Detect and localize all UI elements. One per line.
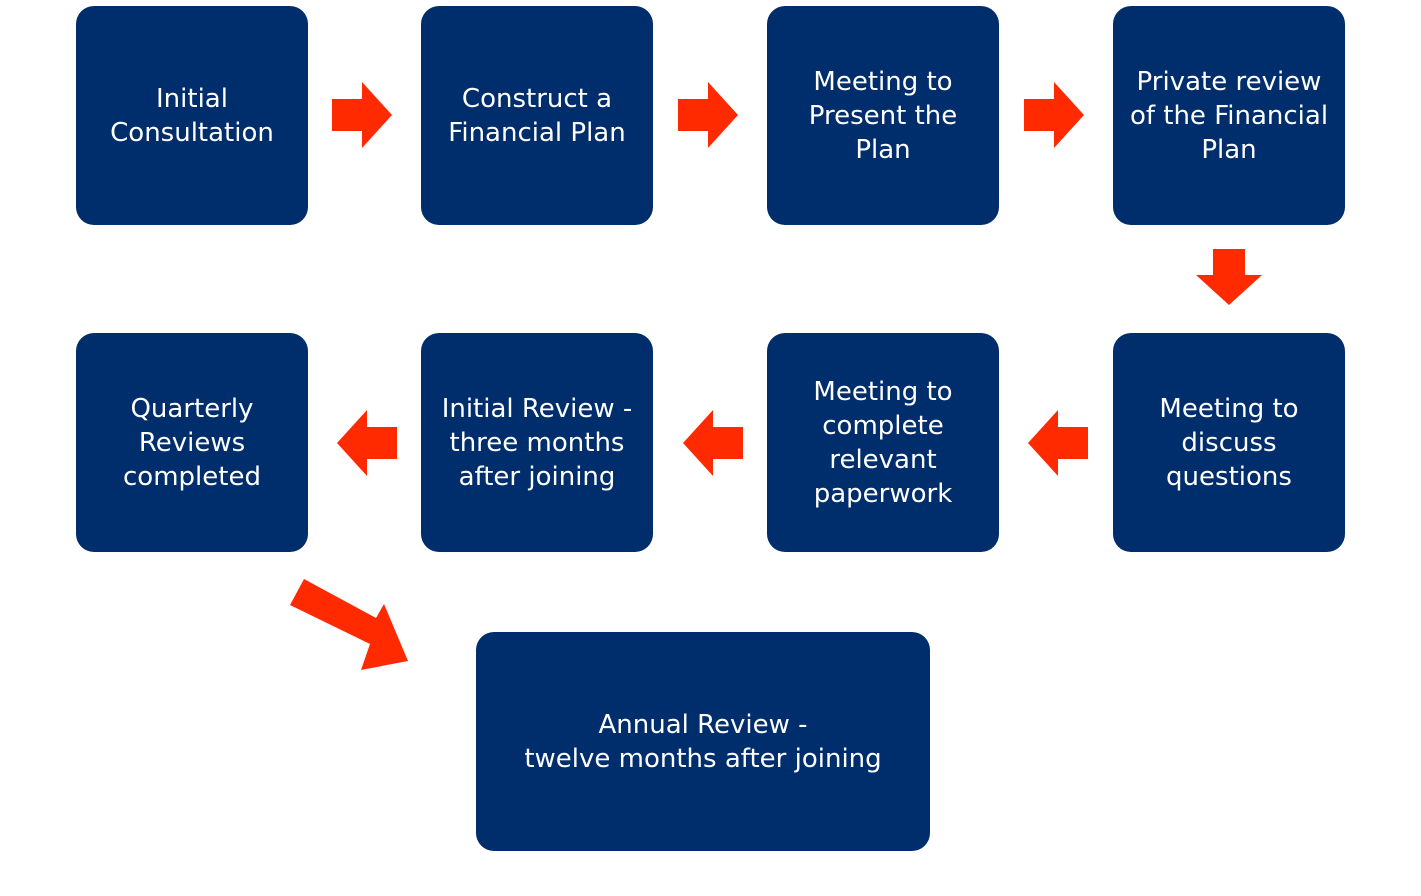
- arrow-right-icon: [678, 82, 738, 148]
- step-label: Meeting to Present the Plan: [808, 66, 958, 165]
- step-label: Meeting to complete relevant paperwork: [813, 376, 953, 509]
- arrow-down-icon: [1196, 249, 1262, 305]
- step-label: Construct a Financial Plan: [448, 83, 626, 148]
- arrow-diagonal-icon: [290, 579, 408, 670]
- step-label: Initial Review - three months after join…: [441, 393, 633, 492]
- step-label: Initial Consultation: [110, 83, 274, 148]
- arrow-left-icon: [683, 410, 743, 476]
- step-label: Meeting to discuss questions: [1159, 393, 1299, 492]
- step-paperwork-meeting[interactable]: Meeting to complete relevant paperwork: [767, 333, 999, 552]
- step-initial-review[interactable]: Initial Review - three months after join…: [421, 333, 653, 552]
- step-annual-review[interactable]: Annual Review - twelve months after join…: [476, 632, 930, 851]
- step-private-review[interactable]: Private review of the Financial Plan: [1113, 6, 1345, 225]
- step-present-plan-meeting[interactable]: Meeting to Present the Plan: [767, 6, 999, 225]
- arrow-left-icon: [337, 410, 397, 476]
- step-initial-consultation[interactable]: Initial Consultation: [76, 6, 308, 225]
- arrow-right-icon: [1024, 82, 1084, 148]
- arrow-left-icon: [1028, 410, 1088, 476]
- step-quarterly-reviews[interactable]: Quarterly Reviews completed: [76, 333, 308, 552]
- step-label: Private review of the Financial Plan: [1129, 66, 1329, 165]
- arrow-right-icon: [332, 82, 392, 148]
- step-label: Quarterly Reviews completed: [123, 393, 261, 492]
- step-construct-financial-plan[interactable]: Construct a Financial Plan: [421, 6, 653, 225]
- step-label: Annual Review - twelve months after join…: [524, 709, 882, 774]
- step-discuss-questions-meeting[interactable]: Meeting to discuss questions: [1113, 333, 1345, 552]
